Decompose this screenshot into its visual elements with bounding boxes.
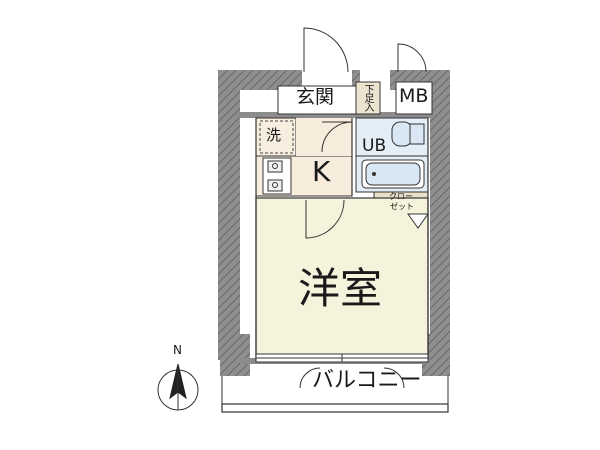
room-label-closet-1: クロー bbox=[389, 192, 413, 201]
washing-machine-space bbox=[259, 120, 294, 154]
room-label-shoe-box: 下足入 bbox=[362, 84, 373, 111]
room-label-unit-bath: UB bbox=[362, 136, 387, 156]
kitchen-fixtures bbox=[262, 157, 292, 195]
room-label-closet-2: ゼット bbox=[390, 202, 414, 211]
room-label-meter-box: MB bbox=[399, 85, 429, 107]
room-label-washroom: 洗 bbox=[266, 126, 282, 144]
balcony-sash bbox=[255, 353, 429, 363]
kitchen-upper bbox=[296, 118, 352, 156]
compass-icon bbox=[157, 363, 199, 411]
balcony bbox=[221, 376, 449, 413]
room-label-kitchen: K bbox=[312, 155, 331, 188]
meter-box bbox=[395, 81, 433, 115]
bath-fixtures bbox=[356, 121, 428, 189]
room-label-entrance: 玄関 bbox=[296, 86, 335, 108]
entrance-area bbox=[277, 85, 357, 115]
partitions bbox=[255, 118, 429, 358]
closet-door-mark bbox=[407, 213, 429, 229]
room-label-balcony: バルコニー bbox=[312, 368, 422, 393]
room-label-western-room: 洋室 bbox=[298, 264, 383, 313]
shoe-box bbox=[355, 81, 381, 115]
doors bbox=[299, 27, 427, 389]
compass-north-label: N bbox=[173, 343, 182, 357]
